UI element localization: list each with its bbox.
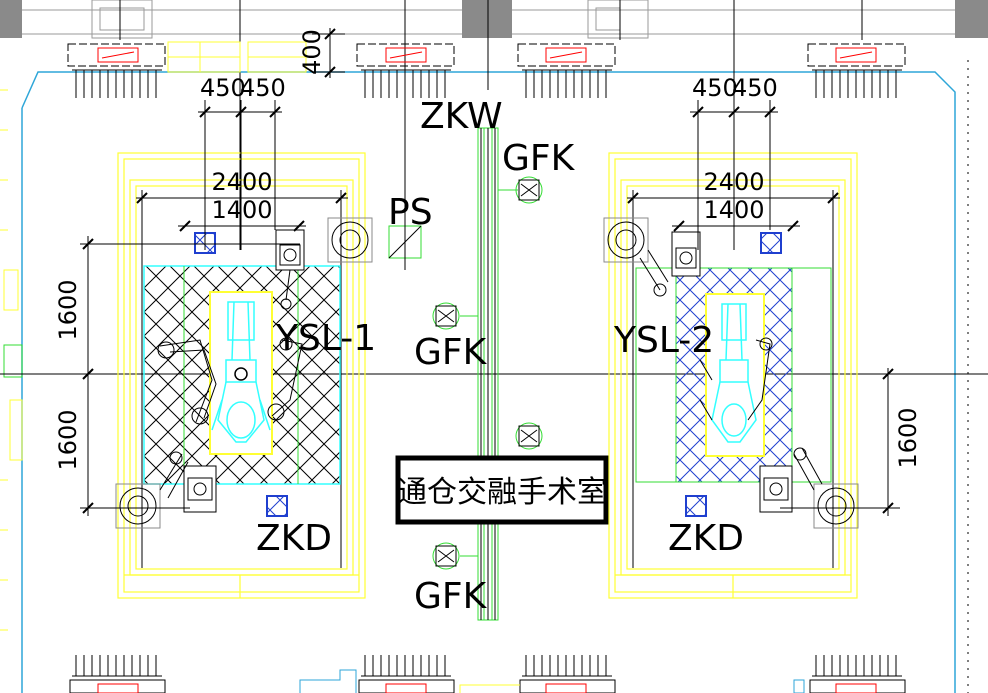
surgical-lamp-icon: [699, 337, 773, 421]
valve-symbol-icon: [498, 176, 543, 204]
air-diffuser-icon: [809, 655, 906, 693]
label-gfk-top: GFK: [502, 138, 576, 179]
ceiling-pendant-icon: [759, 447, 859, 529]
surgical-lamp-icon: [157, 337, 303, 425]
right-hepa-filter-array: [635, 267, 832, 483]
label-gfk-bottom: GFK: [414, 576, 488, 617]
right-ceiling-unit: [608, 152, 858, 599]
label-gfk-mid: GFK: [414, 332, 488, 373]
label-ysl-1: YSL-1: [275, 318, 376, 359]
label-ps: PS: [388, 192, 433, 233]
air-diffuser-icon: [358, 655, 455, 693]
dim-left-1600-top: 1600: [54, 279, 82, 340]
left-hepa-filter-array: [143, 265, 341, 485]
room-title: 通仓交融手术室: [397, 475, 607, 510]
dim-left-450-a: 450: [200, 74, 246, 102]
room-title-box: 通仓交融手术室: [395, 455, 609, 525]
dim-right-450-a: 450: [692, 74, 738, 102]
ps-symbol-icon: [388, 220, 422, 262]
zkd-outlet-icon: [685, 495, 707, 517]
dim-right-450-b: 450: [732, 74, 778, 102]
dim-right-2400: 2400: [703, 168, 764, 196]
valve-symbol-icon: [515, 422, 543, 450]
zkd-outlet-icon: [760, 232, 782, 254]
air-diffuser-icon: [519, 655, 616, 693]
operating-table-icon: [211, 301, 271, 443]
central-supply-duct: [477, 127, 499, 621]
label-zkd-left: ZKD: [256, 518, 332, 559]
dim-right-1600: 1600: [894, 407, 922, 468]
air-diffuser-icon: [356, 43, 455, 98]
left-wall-ticks: [0, 89, 8, 631]
room-outline: [21, 71, 956, 693]
left-wall-yellow-fitting: [9, 399, 23, 461]
label-zkd-right: ZKD: [668, 518, 744, 559]
dim-400-label: 400: [298, 29, 326, 75]
right-dimension-lines: [627, 100, 900, 516]
zkd-outlet-icon: [266, 495, 288, 517]
dim-left-2400: 2400: [211, 168, 272, 196]
label-zkw: ZKW: [420, 96, 503, 137]
dimension-400: [312, 28, 345, 78]
air-diffuser-icon: [67, 43, 166, 98]
left-dimension-lines: [80, 100, 348, 516]
operating-table-icon: [711, 303, 757, 443]
valve-symbol-icon: [432, 302, 478, 330]
air-diffuser-icon: [807, 43, 906, 98]
dim-left-450-b: 450: [240, 74, 286, 102]
left-wall-green-fitting: [3, 344, 23, 378]
label-ysl-2: YSL-2: [613, 320, 714, 361]
ceiling-pendant-icon: [603, 217, 701, 297]
dim-left-1400: 1400: [211, 196, 272, 224]
ceiling-pendant-icon: [115, 451, 217, 529]
air-diffuser-icon: [517, 43, 616, 98]
dim-right-1400: 1400: [703, 196, 764, 224]
dim-left-1600-bottom: 1600: [54, 409, 82, 470]
ceiling-pendant-icon: [275, 217, 373, 310]
top-wall-strip: [0, 0, 988, 39]
top-duct-segments: [167, 41, 307, 73]
valve-symbol-icon: [432, 542, 478, 570]
air-diffuser-icon: [69, 655, 166, 693]
